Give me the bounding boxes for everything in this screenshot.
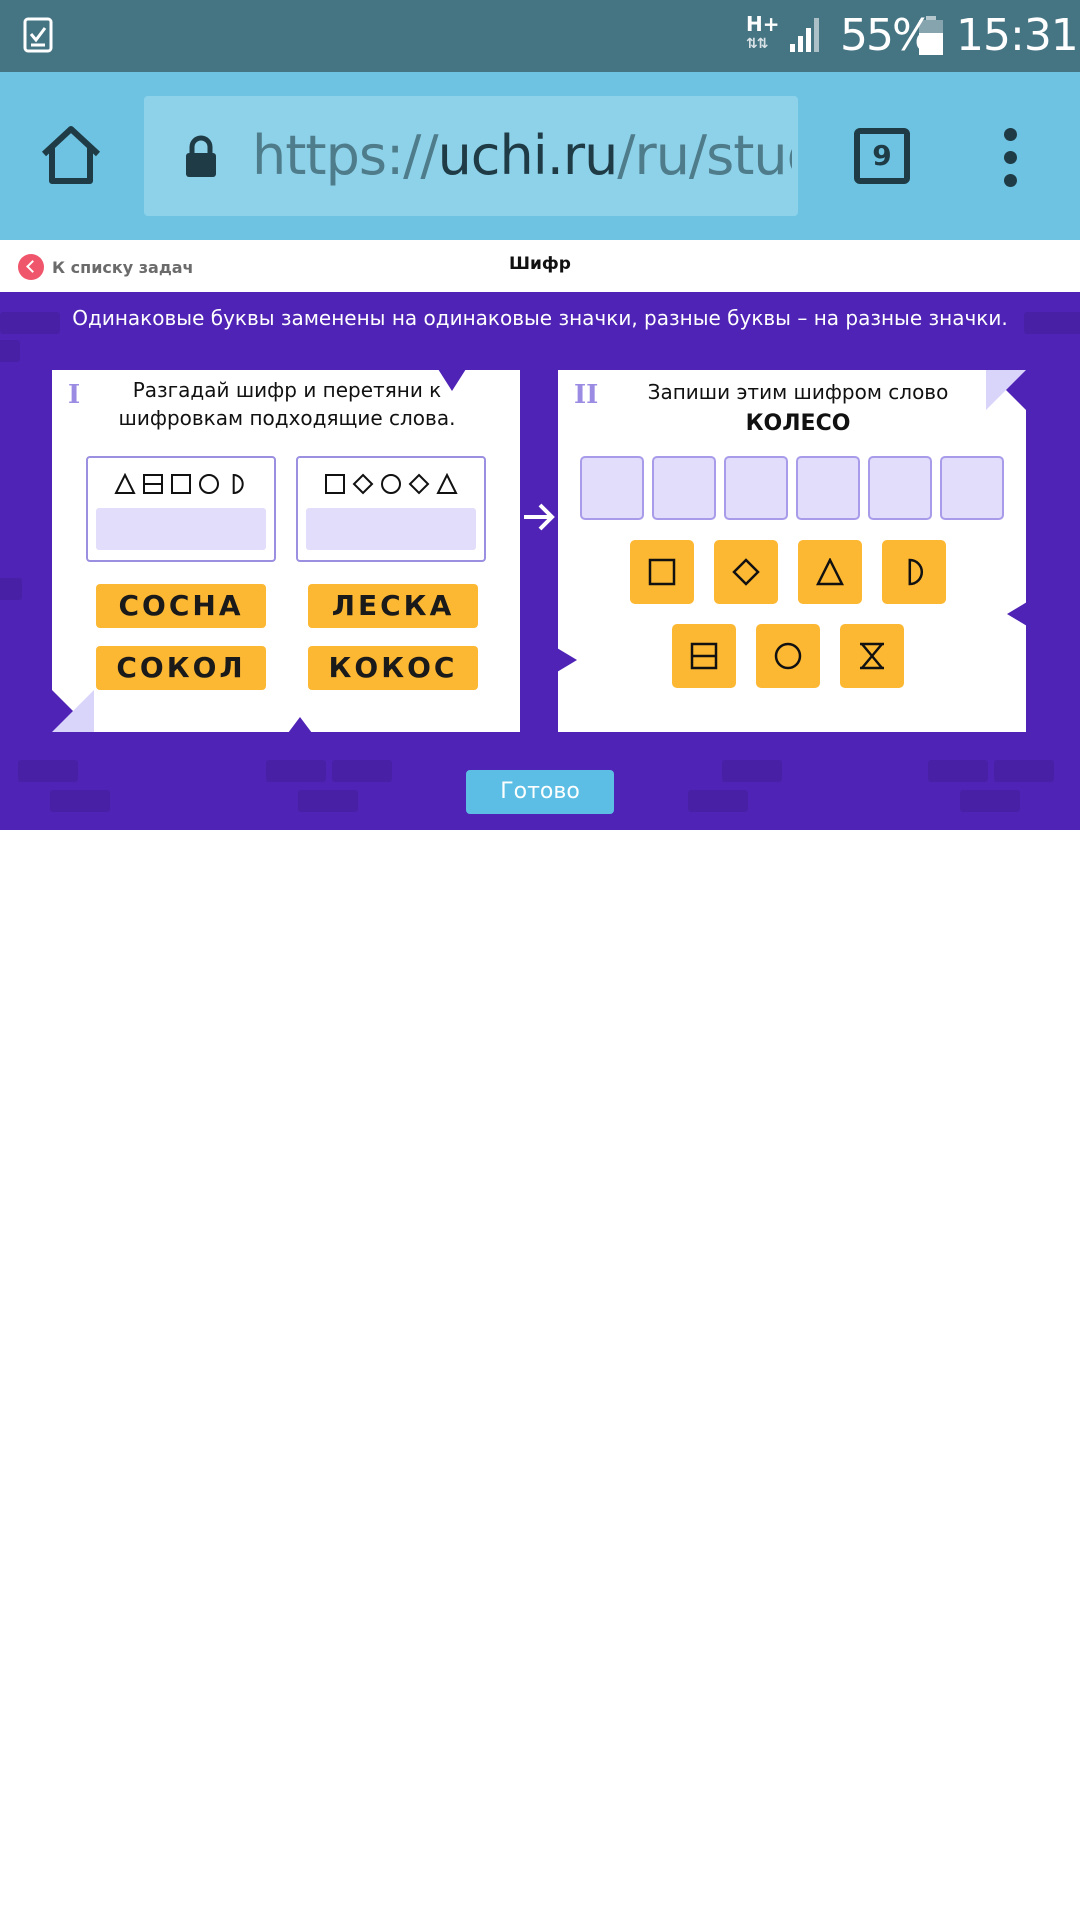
triangle-icon [436, 473, 458, 494]
word-tile-sokol[interactable]: СОКОЛ [96, 646, 266, 690]
background-brick [50, 790, 110, 812]
answer-slot[interactable] [796, 456, 860, 520]
split-square-icon [143, 474, 163, 494]
circle-icon [774, 642, 802, 670]
half-circle-icon [232, 473, 244, 495]
panel-decode-title-line1: Разгадай шифр и перетяни к [132, 378, 442, 402]
page-tear [557, 648, 577, 672]
cipher-drop-zone-2[interactable] [306, 508, 476, 550]
triangle-icon [816, 558, 844, 586]
background-brick [928, 760, 988, 782]
panel-encode-instruction: Запиши этим шифром слово [647, 380, 949, 404]
half-circle-icon [908, 558, 924, 586]
overflow-menu-icon[interactable] [998, 128, 1022, 188]
back-to-tasks-label: К списку задач [52, 257, 194, 277]
data-arrows-icon: ⇅⇅ [746, 36, 768, 52]
background-brick [332, 760, 392, 782]
cipher-symbols-1 [88, 472, 274, 496]
background-brick [0, 340, 20, 362]
page-corner-fold [986, 370, 1026, 410]
task-area: Одинаковые буквы заменены на одинаковые … [0, 292, 1080, 830]
circle-icon [381, 474, 401, 494]
home-icon[interactable] [40, 124, 102, 186]
battery-percent: 55% [840, 10, 934, 61]
task-checklist-icon [23, 17, 53, 53]
square-icon [648, 558, 676, 586]
back-arrow-icon [18, 254, 44, 280]
browser-toolbar: https://uchi.ru/ru/stud 9 [0, 72, 1080, 240]
page-tear [1007, 602, 1027, 626]
done-button[interactable]: Готово [466, 770, 614, 814]
background-brick [1024, 312, 1080, 334]
page-header: К списку задач Шифр [0, 240, 1080, 292]
word-tile-sosna[interactable]: СОСНА [96, 584, 266, 628]
symbol-tile-triangle[interactable] [798, 540, 862, 604]
circle-icon [199, 474, 219, 494]
battery-icon [919, 16, 943, 55]
panel-decode-title-line2: шифровкам подходящие слова. [118, 406, 456, 430]
url-scheme: https:// [252, 124, 439, 187]
square-icon [325, 474, 345, 494]
background-brick [722, 760, 782, 782]
panel-encode: II Запиши этим шифром слово КОЛЕСО [557, 370, 1027, 732]
answer-slot[interactable] [580, 456, 644, 520]
background-brick [0, 578, 22, 600]
hourglass-icon [860, 642, 884, 670]
answer-slot[interactable] [652, 456, 716, 520]
cipher-card-1 [86, 456, 276, 562]
background-brick [298, 790, 358, 812]
panel-encode-title: Запиши этим шифром слово КОЛЕСО [598, 378, 998, 438]
tab-switcher-button[interactable]: 9 [854, 128, 910, 184]
address-bar[interactable]: https://uchi.ru/ru/stud [144, 96, 798, 216]
page-tear [438, 369, 466, 391]
target-word: КОЛЕСО [745, 411, 851, 436]
url-text[interactable]: https://uchi.ru/ru/stud [252, 118, 792, 194]
panel-decode-numeral: I [68, 380, 81, 410]
signal-strength-icon [790, 18, 819, 52]
background-brick [18, 760, 78, 782]
lock-icon [186, 135, 216, 177]
panel-decode: I Разгадай шифр и перетяни к шифровкам п… [52, 369, 520, 733]
url-path: /ru/stud [617, 124, 792, 187]
background-brick [0, 312, 60, 334]
panel-decode-title: Разгадай шифр и перетяни к шифровкам под… [82, 376, 492, 432]
cipher-symbols-2 [298, 472, 484, 496]
word-tile-leska[interactable]: ЛЕСКА [308, 584, 478, 628]
symbol-tile-hourglass[interactable] [840, 624, 904, 688]
symbol-tile-square[interactable] [630, 540, 694, 604]
word-tile-kokos[interactable]: КОКОС [308, 646, 478, 690]
page-tear [288, 717, 312, 733]
symbol-tile-half-circle[interactable] [882, 540, 946, 604]
arrow-right-icon [524, 503, 555, 531]
status-bar: H+ ⇅⇅ 55% 15:31 [0, 0, 1080, 72]
task-instruction: Одинаковые буквы заменены на одинаковые … [72, 306, 1008, 330]
background-brick [994, 760, 1054, 782]
background-brick [266, 760, 326, 782]
network-type-label: H+ [746, 12, 780, 36]
symbol-tile-split-square[interactable] [672, 624, 736, 688]
symbol-tile-circle[interactable] [756, 624, 820, 688]
panel-encode-numeral: II [574, 380, 599, 410]
diamond-icon [732, 558, 760, 586]
clock: 15:31 [956, 10, 1079, 61]
split-square-icon [690, 642, 718, 670]
square-icon [171, 474, 191, 494]
diamond-icon [352, 473, 374, 495]
url-domain: uchi.ru [437, 124, 619, 187]
page-corner-fold [52, 690, 94, 732]
diamond-icon [408, 473, 430, 495]
back-to-tasks-link[interactable]: К списку задач [18, 254, 194, 280]
cipher-drop-zone-1[interactable] [96, 508, 266, 550]
network-type-indicator: H+ ⇅⇅ [746, 14, 780, 54]
answer-slot[interactable] [868, 456, 932, 520]
cipher-card-2 [296, 456, 486, 562]
symbol-tile-diamond[interactable] [714, 540, 778, 604]
triangle-icon [114, 473, 136, 494]
answer-slot[interactable] [940, 456, 1004, 520]
answer-slot[interactable] [724, 456, 788, 520]
background-brick [688, 790, 748, 812]
background-brick [960, 790, 1020, 812]
